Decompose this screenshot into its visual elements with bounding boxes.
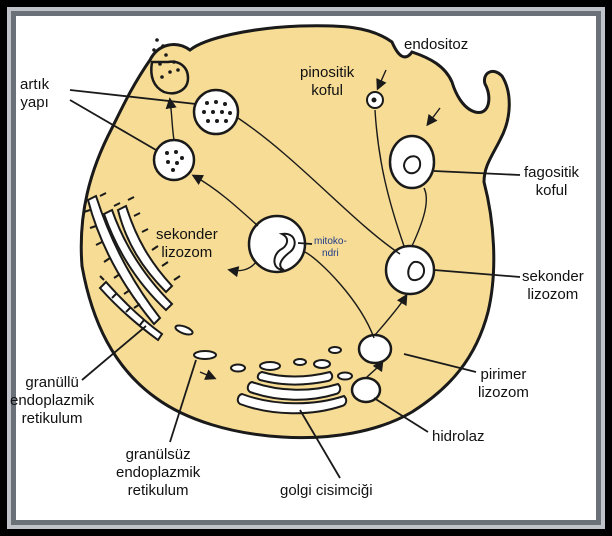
label-golgi: golgi cisimciği bbox=[280, 482, 373, 499]
rough-er bbox=[86, 194, 174, 342]
label-mitokondri: mitoko- ndri bbox=[314, 236, 347, 259]
secondary-lysosome-right bbox=[384, 244, 436, 296]
smooth-er bbox=[174, 324, 342, 360]
residual-vesicle-upper bbox=[192, 88, 240, 136]
golgi-apparatus bbox=[230, 358, 353, 415]
primary-lysosome bbox=[357, 333, 393, 365]
label-hidrolaz: hidrolaz bbox=[432, 428, 485, 445]
label-sekonder-lizozom-left: sekonder lizozom bbox=[156, 226, 218, 261]
label-pinositik-koful: pinositik koful bbox=[300, 64, 355, 99]
label-granullu-er: granüllü endoplazmik retikulum bbox=[10, 374, 95, 427]
residual-vesicle-lower bbox=[152, 138, 196, 182]
label-sekonder-lizozom-right: sekonder lizozom bbox=[522, 268, 584, 303]
exocytosis-particles bbox=[152, 38, 180, 79]
label-endositoz: endositoz bbox=[404, 36, 469, 53]
ribosomes bbox=[83, 192, 181, 326]
label-pirimer-lizozom: pirimer lizozom bbox=[478, 366, 529, 401]
label-artik-yapi: artık yapı bbox=[20, 76, 50, 111]
phagocytic-vacuole bbox=[388, 134, 436, 190]
label-fagositik-koful: fagositik koful bbox=[524, 164, 580, 199]
mitochondria-shape bbox=[273, 232, 296, 271]
label-granulsuz-er: granülsüz endoplazmik retikulum bbox=[116, 446, 201, 499]
